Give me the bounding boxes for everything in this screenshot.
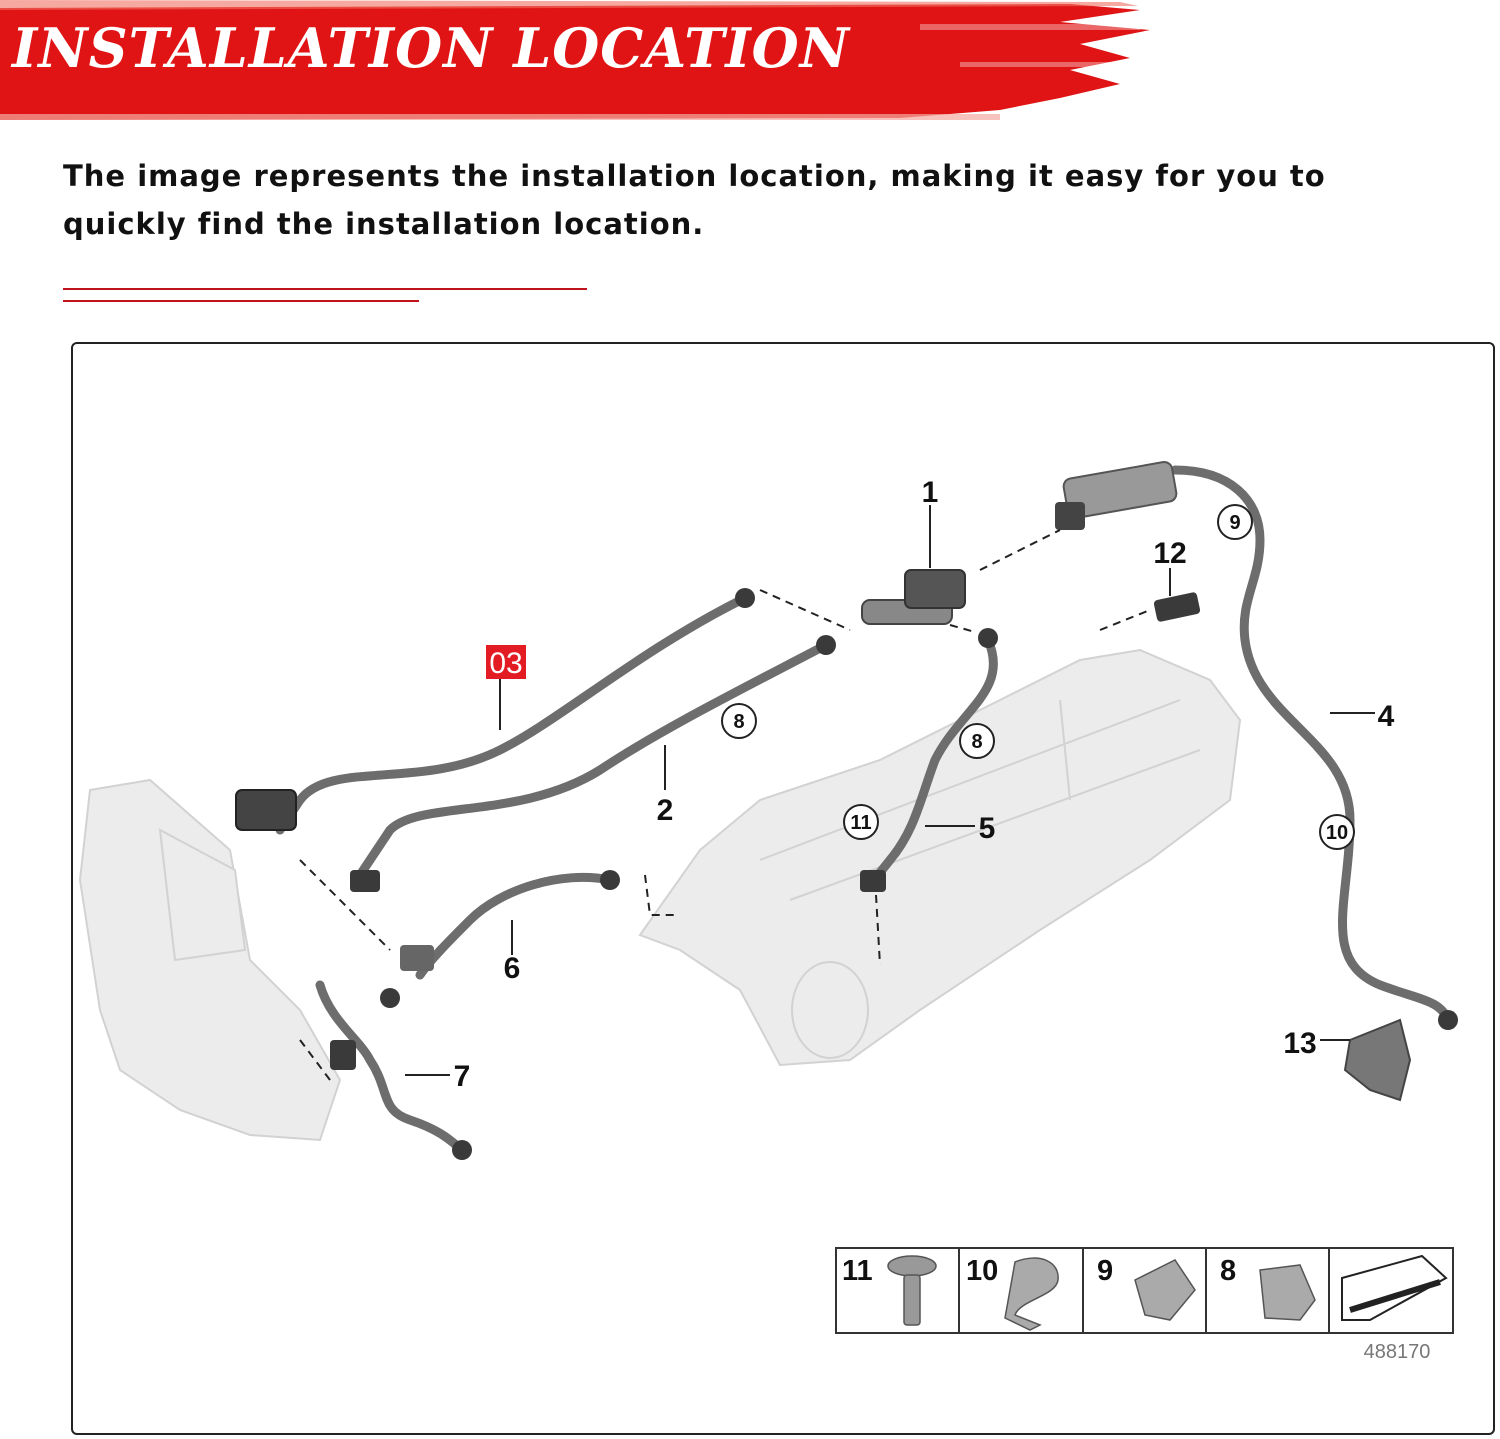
circled-label-11: 11 bbox=[850, 812, 871, 834]
divider-long bbox=[63, 288, 587, 290]
legend-table bbox=[835, 1247, 1454, 1334]
circled-label-8a: 8 bbox=[733, 711, 744, 733]
intake-manifold bbox=[638, 648, 1242, 1067]
callout-4: 4 bbox=[1378, 700, 1395, 733]
hoses bbox=[275, 465, 1453, 1155]
highlight-label: 03 bbox=[489, 647, 522, 680]
circled-labels bbox=[721, 504, 1355, 850]
callout-1: 1 bbox=[922, 476, 939, 509]
legend-num-9: 9 bbox=[1097, 1255, 1113, 1287]
divider-short bbox=[63, 300, 419, 302]
reference-number: 488170 bbox=[1364, 1341, 1431, 1363]
callout-6: 6 bbox=[504, 952, 521, 985]
bracket-13 bbox=[1343, 1018, 1412, 1102]
callout-13: 13 bbox=[1283, 1027, 1316, 1060]
component-valve-3 bbox=[235, 789, 297, 831]
callout-12: 12 bbox=[1153, 537, 1186, 570]
component-canister-4 bbox=[1055, 461, 1178, 530]
direction-arrow-icon bbox=[1341, 1254, 1448, 1321]
title-banner bbox=[0, 0, 1150, 120]
clip-9-icon bbox=[1134, 1259, 1196, 1321]
highlight-box bbox=[486, 645, 526, 679]
callout-2: 2 bbox=[657, 794, 674, 827]
leader-lines bbox=[299, 505, 1375, 1081]
clip-8-icon bbox=[1259, 1264, 1316, 1321]
component-cap-12 bbox=[1153, 592, 1201, 622]
component-valve-1 bbox=[861, 569, 966, 625]
intro-text: The image represents the installation lo… bbox=[63, 159, 1326, 241]
callout-5: 5 bbox=[979, 812, 996, 845]
diagram-frame bbox=[71, 342, 1495, 1435]
legend-num-8: 8 bbox=[1220, 1255, 1236, 1287]
callout-7: 7 bbox=[454, 1060, 471, 1093]
banner-title: INSTALLATION LOCATION bbox=[12, 16, 851, 80]
circled-label-9: 9 bbox=[1229, 512, 1240, 534]
clip-10-icon bbox=[1004, 1257, 1059, 1331]
air-intake-duct bbox=[78, 778, 342, 1142]
connectors bbox=[330, 588, 1458, 1160]
screw-icon bbox=[887, 1255, 937, 1326]
legend-num-11: 11 bbox=[842, 1255, 873, 1287]
circled-label-8b: 8 bbox=[971, 731, 982, 753]
legend-num-10: 10 bbox=[966, 1255, 998, 1287]
circled-label-10: 10 bbox=[1326, 822, 1348, 844]
